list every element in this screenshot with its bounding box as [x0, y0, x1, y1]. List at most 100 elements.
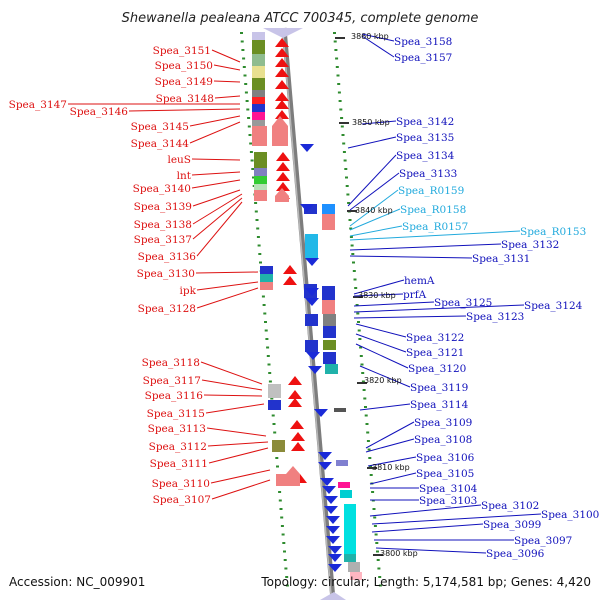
- gene-label[interactable]: Spea_3132: [501, 239, 559, 251]
- gene-label[interactable]: Spea_3123: [466, 311, 524, 323]
- tick-mark: [242, 57, 246, 60]
- gene-label[interactable]: Spea_3106: [416, 452, 475, 464]
- gene-label[interactable]: Spea_3130: [137, 268, 195, 280]
- scale-tick: [373, 554, 383, 556]
- gene-label[interactable]: Spea_3125: [434, 297, 492, 309]
- leader-line: [371, 523, 484, 533]
- rna-gene-label[interactable]: Spea_R0153: [520, 226, 586, 238]
- tick-mark: [375, 542, 379, 544]
- gene-label[interactable]: Spea_3105: [416, 468, 474, 480]
- gene-label[interactable]: Spea_3120: [408, 363, 466, 375]
- gene-label[interactable]: Spea_3112: [149, 441, 207, 453]
- gene-label[interactable]: Spea_3138: [134, 219, 192, 231]
- gene-label[interactable]: Spea_3157: [394, 52, 452, 64]
- gene-label[interactable]: Spea_3097: [514, 535, 572, 547]
- gene-label[interactable]: Spea_3145: [131, 121, 189, 133]
- rna-gene-label[interactable]: Spea_R0158: [400, 204, 466, 216]
- gene-label[interactable]: hemA: [404, 275, 435, 287]
- gene-label[interactable]: Spea_3133: [399, 168, 457, 180]
- rna-gene-label[interactable]: Spea_R0157: [402, 221, 468, 233]
- forward-arrow: [275, 188, 289, 202]
- tick-mark: [369, 474, 373, 476]
- gene-label[interactable]: Spea_3102: [481, 500, 539, 512]
- gene-label[interactable]: prfA: [403, 289, 427, 301]
- gene-label[interactable]: Spea_3108: [414, 434, 472, 446]
- gene-label[interactable]: Spea_3136: [138, 251, 197, 263]
- tick-mark: [339, 108, 343, 111]
- rna-gene-label[interactable]: Spea_R0159: [398, 185, 464, 197]
- gene-label[interactable]: Spea_3135: [396, 132, 454, 144]
- reverse-arrow: [328, 554, 342, 562]
- leader-line: [361, 120, 397, 125]
- gene-label[interactable]: leuS: [167, 154, 191, 166]
- forward-arrow: [275, 38, 289, 47]
- leader-line: [349, 208, 401, 231]
- tick-mark: [334, 49, 338, 51]
- gene-block: [323, 326, 336, 338]
- gene-label[interactable]: Spea_3148: [156, 93, 214, 105]
- tick-mark: [282, 542, 286, 544]
- gene-label[interactable]: Spea_3151: [153, 45, 211, 57]
- tick-mark: [359, 355, 363, 357]
- gene-label[interactable]: Spea_3124: [524, 300, 583, 312]
- gene-label[interactable]: Spea_3117: [143, 375, 201, 387]
- tick-mark: [278, 491, 282, 493]
- gene-label[interactable]: Spea_3147: [9, 99, 67, 111]
- gene-label[interactable]: Spea_3134: [396, 150, 455, 162]
- gene-label[interactable]: Spea_3104: [419, 483, 478, 495]
- tick-mark: [338, 100, 342, 102]
- gene-label[interactable]: Spea_3121: [406, 347, 464, 359]
- gene-label[interactable]: Spea_3115: [147, 408, 205, 420]
- forward-arrow: [276, 162, 290, 171]
- tick-mark: [340, 125, 344, 128]
- gene-label[interactable]: Spea_3139: [134, 201, 192, 213]
- tick-mark: [353, 278, 357, 281]
- gene-block: [272, 440, 285, 452]
- gene-label[interactable]: Spea_3146: [70, 106, 129, 118]
- gene-label[interactable]: ipk: [180, 285, 197, 297]
- gene-label[interactable]: Spea_3116: [145, 390, 204, 402]
- gene-label[interactable]: Spea_3113: [148, 423, 206, 435]
- gene-label[interactable]: Spea_3150: [155, 60, 213, 72]
- gene-label[interactable]: Spea_3109: [414, 417, 472, 429]
- reverse-arrow: [300, 204, 314, 212]
- gene-label[interactable]: Spea_3131: [472, 253, 530, 265]
- gene-label[interactable]: Spea_3099: [483, 519, 541, 531]
- tick-mark: [246, 108, 250, 111]
- gene-label[interactable]: Spea_3114: [410, 399, 469, 411]
- gene-label[interactable]: Spea_3142: [396, 116, 454, 128]
- gene-label[interactable]: Spea_3119: [410, 382, 468, 394]
- gene-label[interactable]: Spea_3103: [419, 495, 477, 507]
- gene-label[interactable]: Spea_3107: [153, 494, 211, 506]
- forward-arrow: [272, 116, 288, 146]
- forward-arrow: [288, 398, 302, 407]
- tick-mark: [333, 32, 336, 34]
- gene-label[interactable]: Spea_3118: [142, 357, 200, 369]
- gene-label[interactable]: Spea_3137: [134, 234, 192, 246]
- leader-line: [361, 35, 395, 58]
- gene-label[interactable]: Spea_3128: [138, 303, 196, 315]
- gene-block: [252, 104, 265, 112]
- tick-mark: [251, 168, 255, 170]
- tick-mark: [241, 49, 245, 51]
- gene-label[interactable]: Spea_3149: [155, 76, 213, 88]
- right-gene-labels: Spea_3158 Spea_3157 Spea_3142 Spea_3135 …: [394, 36, 599, 560]
- gene-label[interactable]: Spea_3111: [150, 458, 208, 470]
- gene-label[interactable]: Spea_3158: [394, 36, 452, 48]
- leader-line: [347, 136, 397, 149]
- top-direction-marker: [263, 28, 303, 38]
- gene-label[interactable]: Spea_3100: [541, 509, 599, 521]
- scale-label: 3850 kbp: [352, 118, 390, 127]
- leader-line: [367, 456, 417, 467]
- gene-label[interactable]: Spea_3144: [131, 138, 190, 150]
- forward-arrow: [275, 110, 289, 119]
- gene-label[interactable]: Spea_3140: [133, 183, 191, 195]
- gene-block: [254, 168, 267, 176]
- tick-mark: [240, 40, 244, 43]
- tick-mark: [378, 576, 382, 578]
- gene-label[interactable]: Spea_3096: [486, 548, 545, 560]
- gene-label[interactable]: lnt: [177, 170, 192, 182]
- gene-label[interactable]: Spea_3110: [152, 478, 210, 490]
- gene-label[interactable]: Spea_3122: [406, 332, 464, 344]
- tick-mark: [364, 406, 367, 408]
